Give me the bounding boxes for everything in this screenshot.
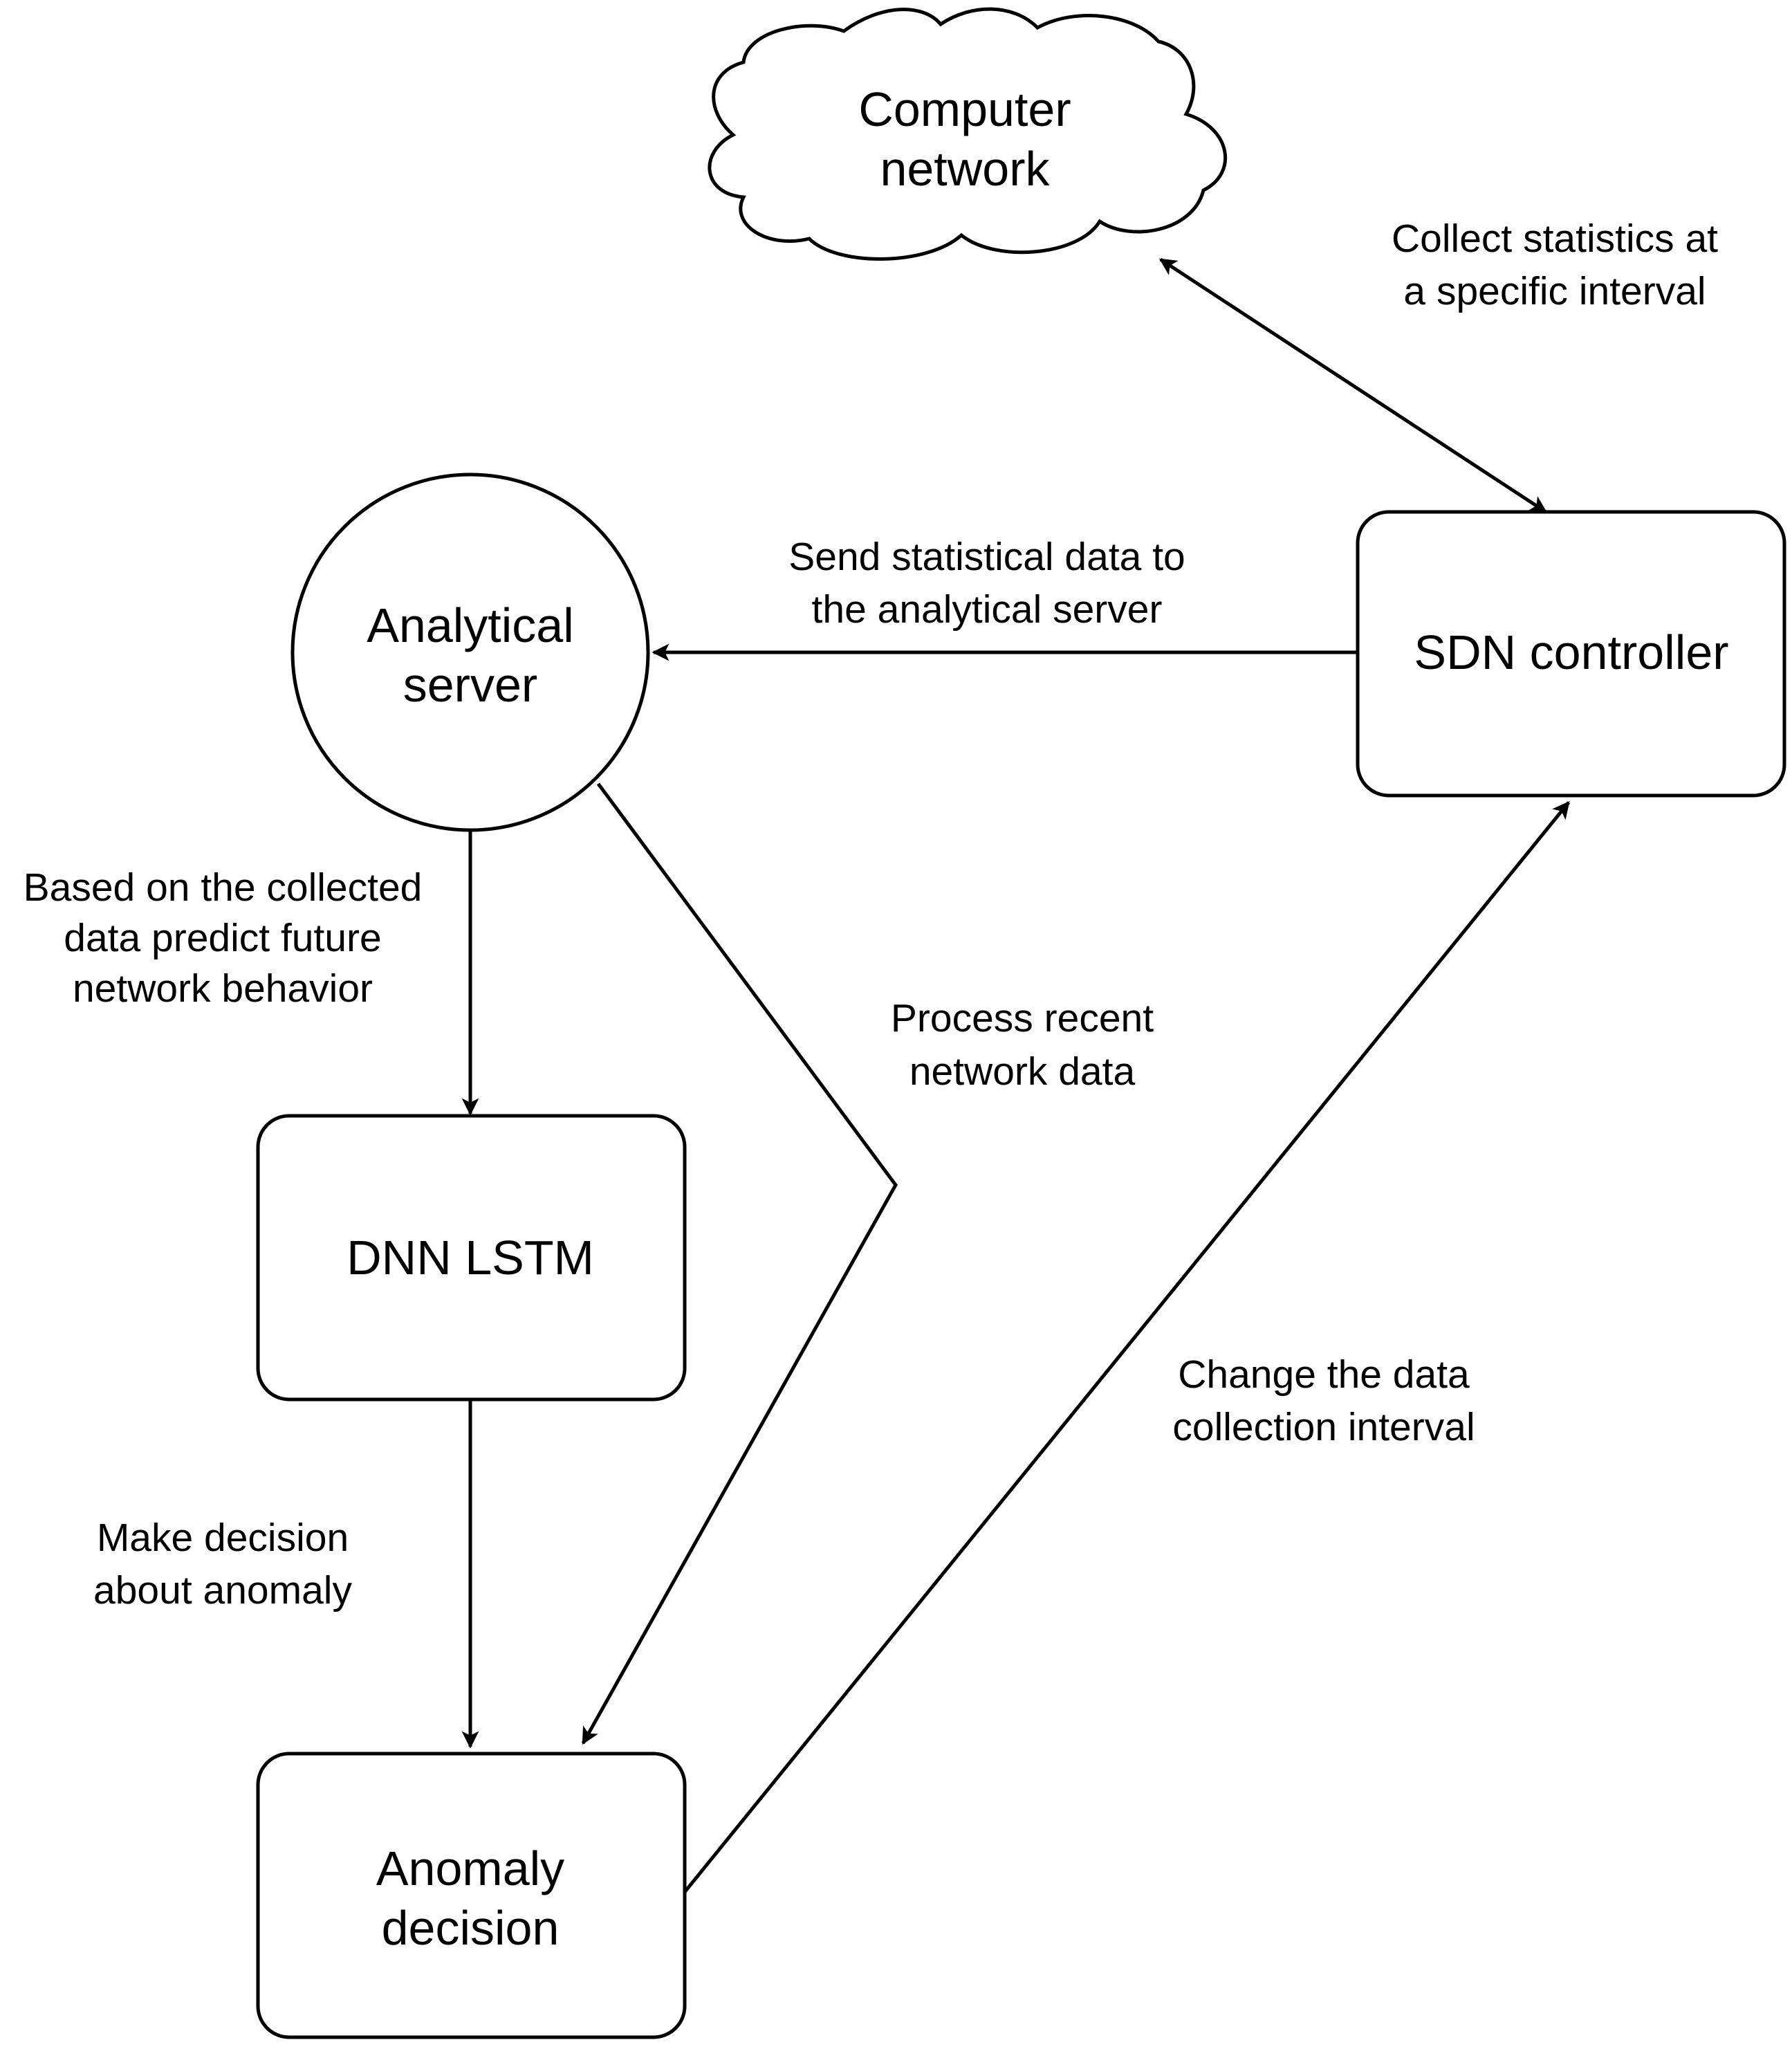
analytical-server-label-line2: server xyxy=(403,658,537,712)
predict-behavior-label-line1: Based on the collected xyxy=(24,865,423,910)
computer-network-label-line2: network xyxy=(880,142,1050,196)
collect-statistics-label-line1: Collect statistics at xyxy=(1392,217,1718,261)
edge-anomaly-to-sdn xyxy=(683,801,1570,1893)
make-decision-label-line1: Make decision xyxy=(97,1516,349,1560)
analytical-server-circle xyxy=(290,472,650,832)
computer-network-label-line1: Computer xyxy=(858,82,1071,136)
edge-network-sdn xyxy=(1158,257,1548,514)
computer-network-cloud xyxy=(708,7,1228,261)
process-recent-label-line1: Process recent xyxy=(891,996,1154,1040)
change-interval-label-line2: collection interval xyxy=(1172,1405,1475,1449)
dnn-lstm-box xyxy=(256,1114,687,1402)
send-statistical-data-label-line1: Send statistical data to xyxy=(788,535,1185,579)
anomaly-decision-box xyxy=(256,1752,687,2039)
sdn-controller-label: SDN controller xyxy=(1414,625,1728,679)
make-decision-label-line2: about anomaly xyxy=(93,1568,352,1612)
dnn-lstm-label: DNN LSTM xyxy=(347,1231,594,1285)
process-recent-label-line2: network data xyxy=(909,1049,1136,1094)
send-statistical-data-label-line2: the analytical server xyxy=(812,587,1163,632)
edge-server-to-anomaly xyxy=(581,782,898,1745)
analytical-server-label-line1: Analytical xyxy=(367,598,574,652)
predict-behavior-label-line2: data predict future xyxy=(64,916,381,960)
anomaly-decision-label-line2: decision xyxy=(382,1901,560,1955)
change-interval-label-line1: Change the data xyxy=(1178,1352,1470,1397)
anomaly-decision-label-line1: Anomaly xyxy=(376,1841,564,1895)
sdn-controller-box xyxy=(1356,510,1786,798)
predict-behavior-label-line3: network behavior xyxy=(73,966,373,1011)
collect-statistics-label-line2: a specific interval xyxy=(1403,269,1706,313)
